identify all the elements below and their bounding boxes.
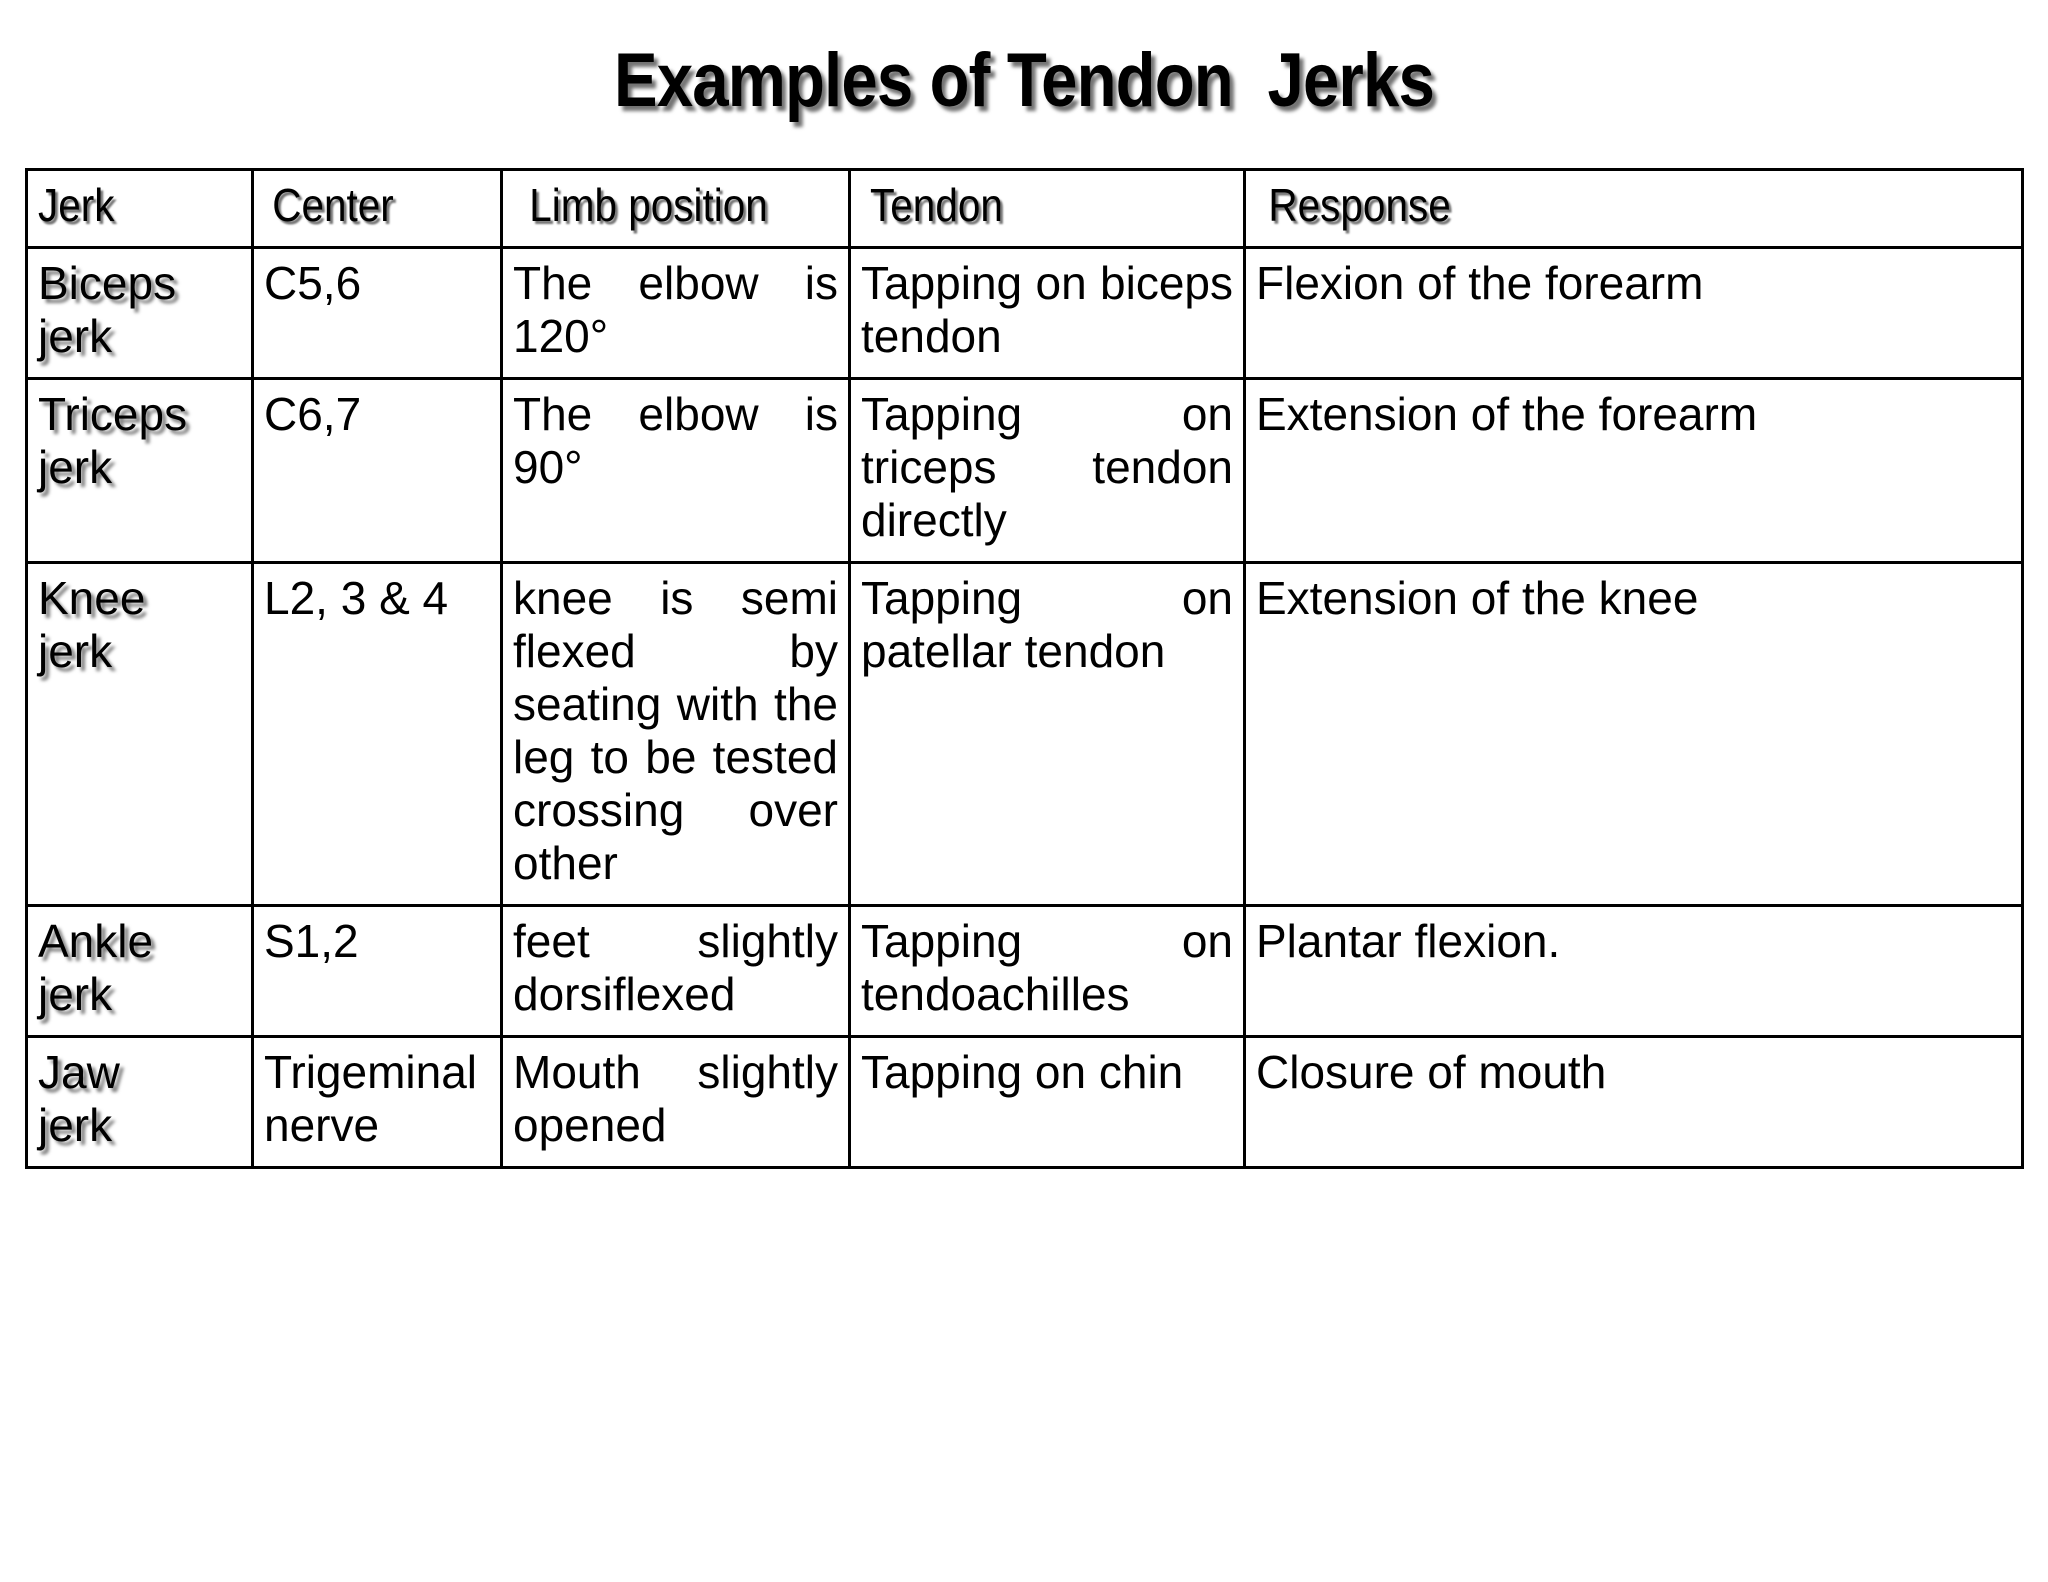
- cell-center: S1,2: [251, 904, 503, 1038]
- cell-limb-position: knee is semi flexed by seating with the …: [500, 561, 851, 907]
- column-header-response-label: Response: [1268, 179, 1451, 231]
- column-header-tendon-label: Tendon: [870, 179, 1003, 231]
- cell-center: Trigeminal nerve: [251, 1035, 503, 1169]
- column-header-limb-position: Limb position: [500, 168, 851, 249]
- cell-tendon: Tapping on triceps tendon directly: [848, 377, 1246, 564]
- cell-limb-position: The elbow is 90°: [500, 377, 851, 564]
- cell-response: Extension of the knee: [1243, 561, 2024, 907]
- cell-center: C5,6: [251, 246, 503, 380]
- cell-jerk: Ankle jerk: [25, 904, 254, 1038]
- cell-response: Extension of the forearm: [1243, 377, 2024, 564]
- cell-jerk: Jaw jerk: [25, 1035, 254, 1169]
- table-row: Knee jerk L2, 3 & 4 knee is semi flexed …: [25, 561, 2024, 907]
- column-header-limb-position-label: Limb position: [529, 179, 768, 231]
- cell-response: Plantar flexion.: [1243, 904, 2024, 1038]
- cell-center: C6,7: [251, 377, 503, 564]
- table-body: Biceps jerk C5,6 The elbow is 120° Tappi…: [25, 246, 2024, 1169]
- table-row: Biceps jerk C5,6 The elbow is 120° Tappi…: [25, 246, 2024, 380]
- cell-limb-position: The elbow is 120°: [500, 246, 851, 380]
- page-title: Examples of Tendon Jerks: [614, 38, 1435, 123]
- cell-tendon: Tapping on patellar tendon: [848, 561, 1246, 907]
- column-header-jerk: Jerk: [25, 168, 254, 249]
- cell-tendon: Tapping on chin: [848, 1035, 1246, 1169]
- cell-tendon: Tapping on biceps tendon: [848, 246, 1246, 380]
- tendon-jerks-table: Jerk Center Limb position Tendon Respons…: [25, 168, 2024, 1169]
- cell-jerk: Triceps jerk: [25, 377, 254, 564]
- column-header-response: Response: [1243, 168, 2024, 249]
- cell-response: Closure of mouth: [1243, 1035, 2024, 1169]
- table-row: Ankle jerk S1,2 feet slightly dorsiflexe…: [25, 904, 2024, 1038]
- table-row: Jaw jerk Trigeminal nerve Mouth slightly…: [25, 1035, 2024, 1169]
- cell-tendon: Tapping on tendoachilles: [848, 904, 1246, 1038]
- table-header-row: Jerk Center Limb position Tendon Respons…: [25, 168, 2024, 249]
- column-header-center-label: Center: [272, 179, 394, 231]
- column-header-center: Center: [251, 168, 503, 249]
- tendon-jerks-table-wrapper: Jerk Center Limb position Tendon Respons…: [25, 168, 2024, 1169]
- column-header-tendon: Tendon: [848, 168, 1246, 249]
- cell-center: L2, 3 & 4: [251, 561, 503, 907]
- table-row: Triceps jerk C6,7 The elbow is 90° Tappi…: [25, 377, 2024, 564]
- table-header: Jerk Center Limb position Tendon Respons…: [25, 168, 2024, 249]
- column-header-jerk-label: Jerk: [38, 179, 115, 231]
- cell-limb-position: Mouth slightly opened: [500, 1035, 851, 1169]
- cell-jerk: Knee jerk: [25, 561, 254, 907]
- cell-limb-position: feet slightly dorsiflexed: [500, 904, 851, 1038]
- cell-jerk: Biceps jerk: [25, 246, 254, 380]
- cell-response: Flexion of the forearm: [1243, 246, 2024, 380]
